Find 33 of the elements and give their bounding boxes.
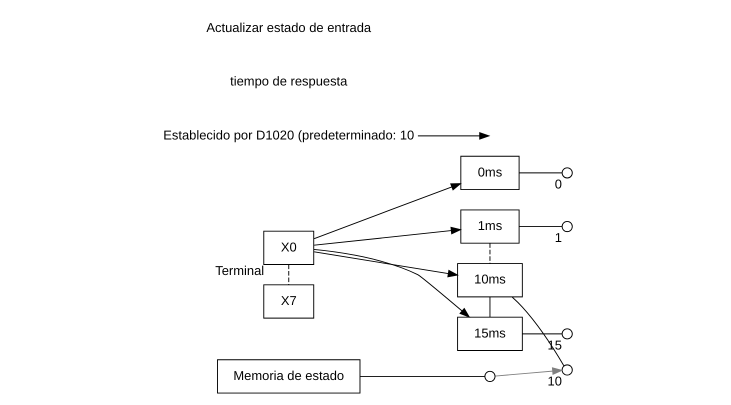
connector bbox=[489, 296, 490, 318]
connector bbox=[288, 264, 289, 286]
arrow bbox=[416, 132, 490, 140]
connector bbox=[518, 226, 562, 228]
connector bbox=[489, 242, 490, 264]
node-box: 0ms bbox=[460, 156, 520, 190]
node-box: 15ms bbox=[456, 316, 522, 351]
arrow bbox=[312, 248, 470, 318]
connector bbox=[518, 172, 562, 174]
node-label: 10 bbox=[547, 373, 562, 388]
node-circle bbox=[561, 167, 572, 178]
node-text: Establecido por D1020 (predeterminado: 10 bbox=[162, 127, 414, 142]
node-circle bbox=[484, 370, 496, 382]
connector bbox=[521, 333, 562, 334]
node-box: 10ms bbox=[456, 263, 522, 298]
node-circle bbox=[561, 364, 572, 376]
node-box: X7 bbox=[262, 284, 314, 319]
arrow bbox=[494, 367, 563, 376]
connector bbox=[511, 296, 564, 366]
node-circle bbox=[561, 328, 572, 340]
node-label: Terminal bbox=[214, 262, 264, 278]
node-box: Memoria de estado bbox=[216, 359, 360, 394]
arrow bbox=[313, 183, 462, 240]
arrow bbox=[313, 251, 458, 278]
node-label: 1 bbox=[554, 230, 562, 245]
node-box: X0 bbox=[262, 230, 314, 265]
node-box: 1ms bbox=[460, 209, 520, 244]
arrow bbox=[313, 226, 462, 246]
node-label: 0 bbox=[554, 176, 562, 192]
node-circle bbox=[561, 221, 572, 232]
label: tiempo de respuesta bbox=[230, 74, 347, 89]
label: Actualizar estado de entrada bbox=[206, 20, 371, 35]
connector bbox=[359, 376, 485, 377]
